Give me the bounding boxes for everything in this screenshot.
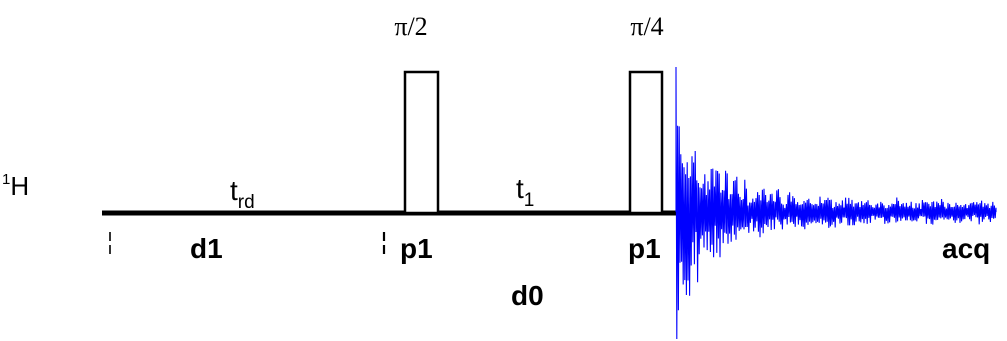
evolution-delay-symbol: t1 <box>516 173 534 211</box>
recycle-delay-symbol: trd <box>230 175 255 213</box>
nucleus-label: 1H <box>2 171 29 201</box>
acquisition-label: acq <box>942 233 990 264</box>
recycle-delay-param: d1 <box>190 233 223 264</box>
pulse-block-2 <box>628 70 664 215</box>
evolution-delay-param: d0 <box>511 280 544 311</box>
evolution-delay-subscript: 1 <box>524 190 535 211</box>
evolution-delay-base: t <box>516 173 524 204</box>
recycle-delay-subscript: rd <box>238 192 255 213</box>
pulse-angle-label-2: π/4 <box>630 12 663 41</box>
pulse-block-1 <box>403 70 440 215</box>
pulse-param-1: p1 <box>400 233 433 264</box>
pulse-param-2: p1 <box>628 233 661 264</box>
pulse-angle-label-1: π/2 <box>394 12 427 41</box>
nucleus-symbol: H <box>10 171 29 201</box>
nucleus-mass-number: 1 <box>2 171 10 188</box>
recycle-delay-base: t <box>230 175 238 206</box>
fid-signal <box>675 66 997 340</box>
